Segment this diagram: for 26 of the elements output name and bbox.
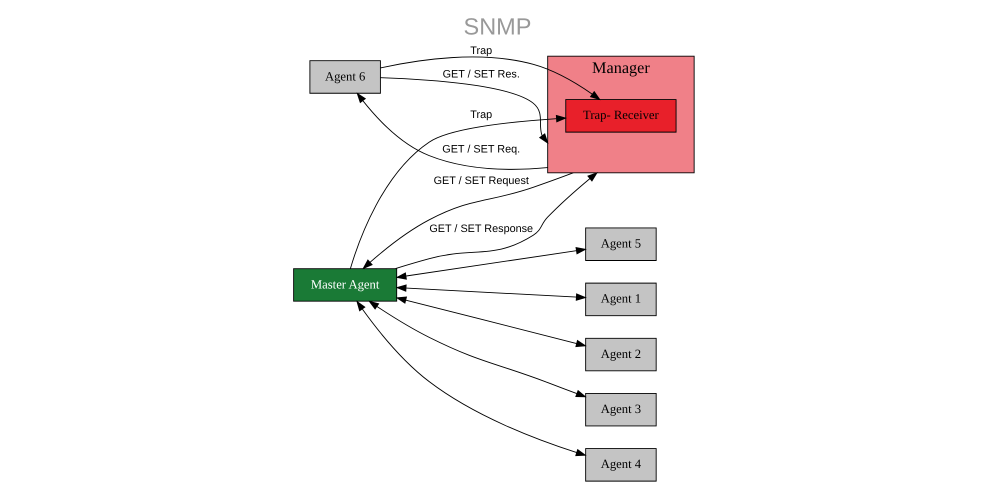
arrow	[396, 284, 587, 301]
edge-label: GET / SET Response	[429, 223, 534, 236]
arrow	[350, 114, 567, 270]
diagram-title: SNMP	[464, 13, 532, 40]
arrow	[396, 296, 587, 348]
arrow	[396, 247, 587, 280]
arrow	[368, 300, 587, 398]
arrow	[380, 56, 601, 100]
arrow	[380, 77, 548, 144]
edge-label: Trap	[470, 45, 492, 58]
edge-label: GET / SET Res.	[442, 68, 520, 81]
arrow	[362, 172, 574, 270]
edge-label: Trap	[470, 109, 492, 122]
node-box: Agent 2	[585, 338, 657, 372]
node-box: Trap- Receiver	[565, 99, 677, 133]
edge-label: GET / SET Request	[434, 175, 529, 188]
node-box: Agent 4	[585, 448, 657, 482]
node-box: Agent 3	[585, 392, 657, 426]
arrow	[356, 300, 587, 456]
node-box: Agent 5	[585, 228, 657, 261]
arrow	[395, 172, 598, 270]
edge-label: GET / SET Req.	[442, 144, 520, 156]
node-box: Agent 6	[309, 60, 381, 94]
node-box: Master Agent	[293, 268, 398, 302]
arrow	[356, 92, 548, 170]
node-box: Agent 1	[585, 282, 657, 316]
